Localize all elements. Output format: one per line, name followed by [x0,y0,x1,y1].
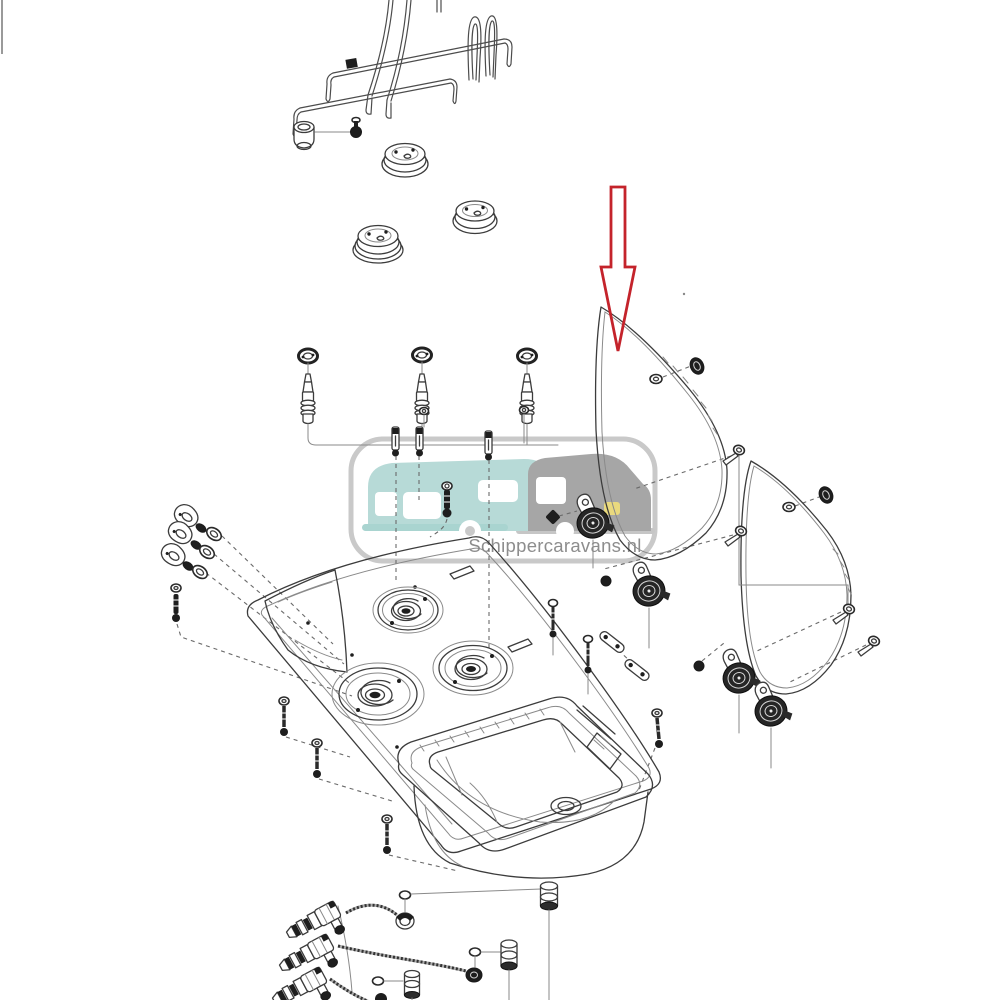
caravan-window [478,480,518,502]
watermark-frame [348,436,658,564]
pipe-clip [484,430,493,461]
watermark-logo: Schippercaravans.nl [348,436,658,564]
nut [518,405,530,415]
gas-fitting [539,881,559,1000]
burner-cap [352,224,404,264]
mounting-screws [278,696,663,854]
gas-tap [285,900,345,939]
hinge [632,561,671,607]
burner-caps [352,142,498,264]
screw [381,814,393,854]
nut [782,501,796,513]
lid-hinges [576,493,793,769]
dashed-guides [176,365,867,872]
strip [624,659,650,681]
grommet [689,357,705,375]
hinge [754,681,793,727]
car-window [536,477,566,504]
caravan-window [403,492,441,519]
left-recess [264,569,348,673]
nut [350,126,362,138]
rim-slot [449,565,475,580]
lid-grommets [649,357,834,513]
pin [722,444,746,466]
grid-clip [345,58,358,69]
bezel [167,520,193,545]
burner-well [432,640,514,696]
pin [832,603,856,625]
bezel [173,503,199,528]
screw [278,696,290,736]
gas-fitting [500,939,518,1000]
hinge [576,493,615,539]
hinge [722,648,761,694]
ring-nut [191,564,209,580]
caravan-underline [362,524,508,531]
pin [857,635,881,657]
gas-pipes [329,903,467,1000]
hinge-pins [722,444,881,657]
grommet [546,510,560,524]
pan-support-grid [292,0,513,138]
car-wheel [556,522,574,540]
screw [651,708,663,748]
pipe-nut [465,967,483,983]
pin [724,525,748,547]
small-burner-cap-assembly [293,116,362,151]
speck [682,292,686,296]
watermark-text: Schippercaravans.nl [468,535,641,556]
gas-taps [271,900,467,1000]
ball-stud [600,575,612,587]
ball-stud [693,660,705,672]
red-arrow-annotation [599,185,637,352]
rim-slot [507,638,533,653]
nut [371,976,385,986]
gas-fittings [371,881,559,1000]
strip [599,631,625,653]
hob-body [246,536,662,854]
caravan-window [375,492,397,516]
pipe-clip [391,426,400,457]
bezel [160,542,186,567]
burner-cap [381,142,429,178]
sink-bowl [397,696,654,879]
nut [649,373,663,385]
screw [582,634,594,695]
burner-well [372,586,444,634]
burner-well [331,662,425,726]
ring-nut [198,544,216,560]
injector [297,347,319,425]
sink-bracket [586,732,622,770]
grommet [818,486,834,504]
gas-tap [278,933,338,972]
nut [398,890,412,900]
screw [311,738,323,778]
injector-assemblies [297,346,559,461]
nut [418,406,430,416]
burner-cap [452,200,498,235]
gas-tap [271,966,331,1000]
washer [195,523,207,533]
drain-hole [550,796,582,816]
nut [468,947,482,957]
ring-nut [205,526,223,542]
car-icon [528,453,651,531]
screw [170,583,182,622]
glass-lid-rear [740,460,852,695]
glass-lid-highlighted [594,306,728,561]
control-bezels [160,503,223,622]
hinge-strips [547,598,650,695]
gas-fitting [403,969,421,1000]
pipe-clip [415,426,424,457]
thermocouple-screw [441,481,453,518]
screw [547,598,559,656]
